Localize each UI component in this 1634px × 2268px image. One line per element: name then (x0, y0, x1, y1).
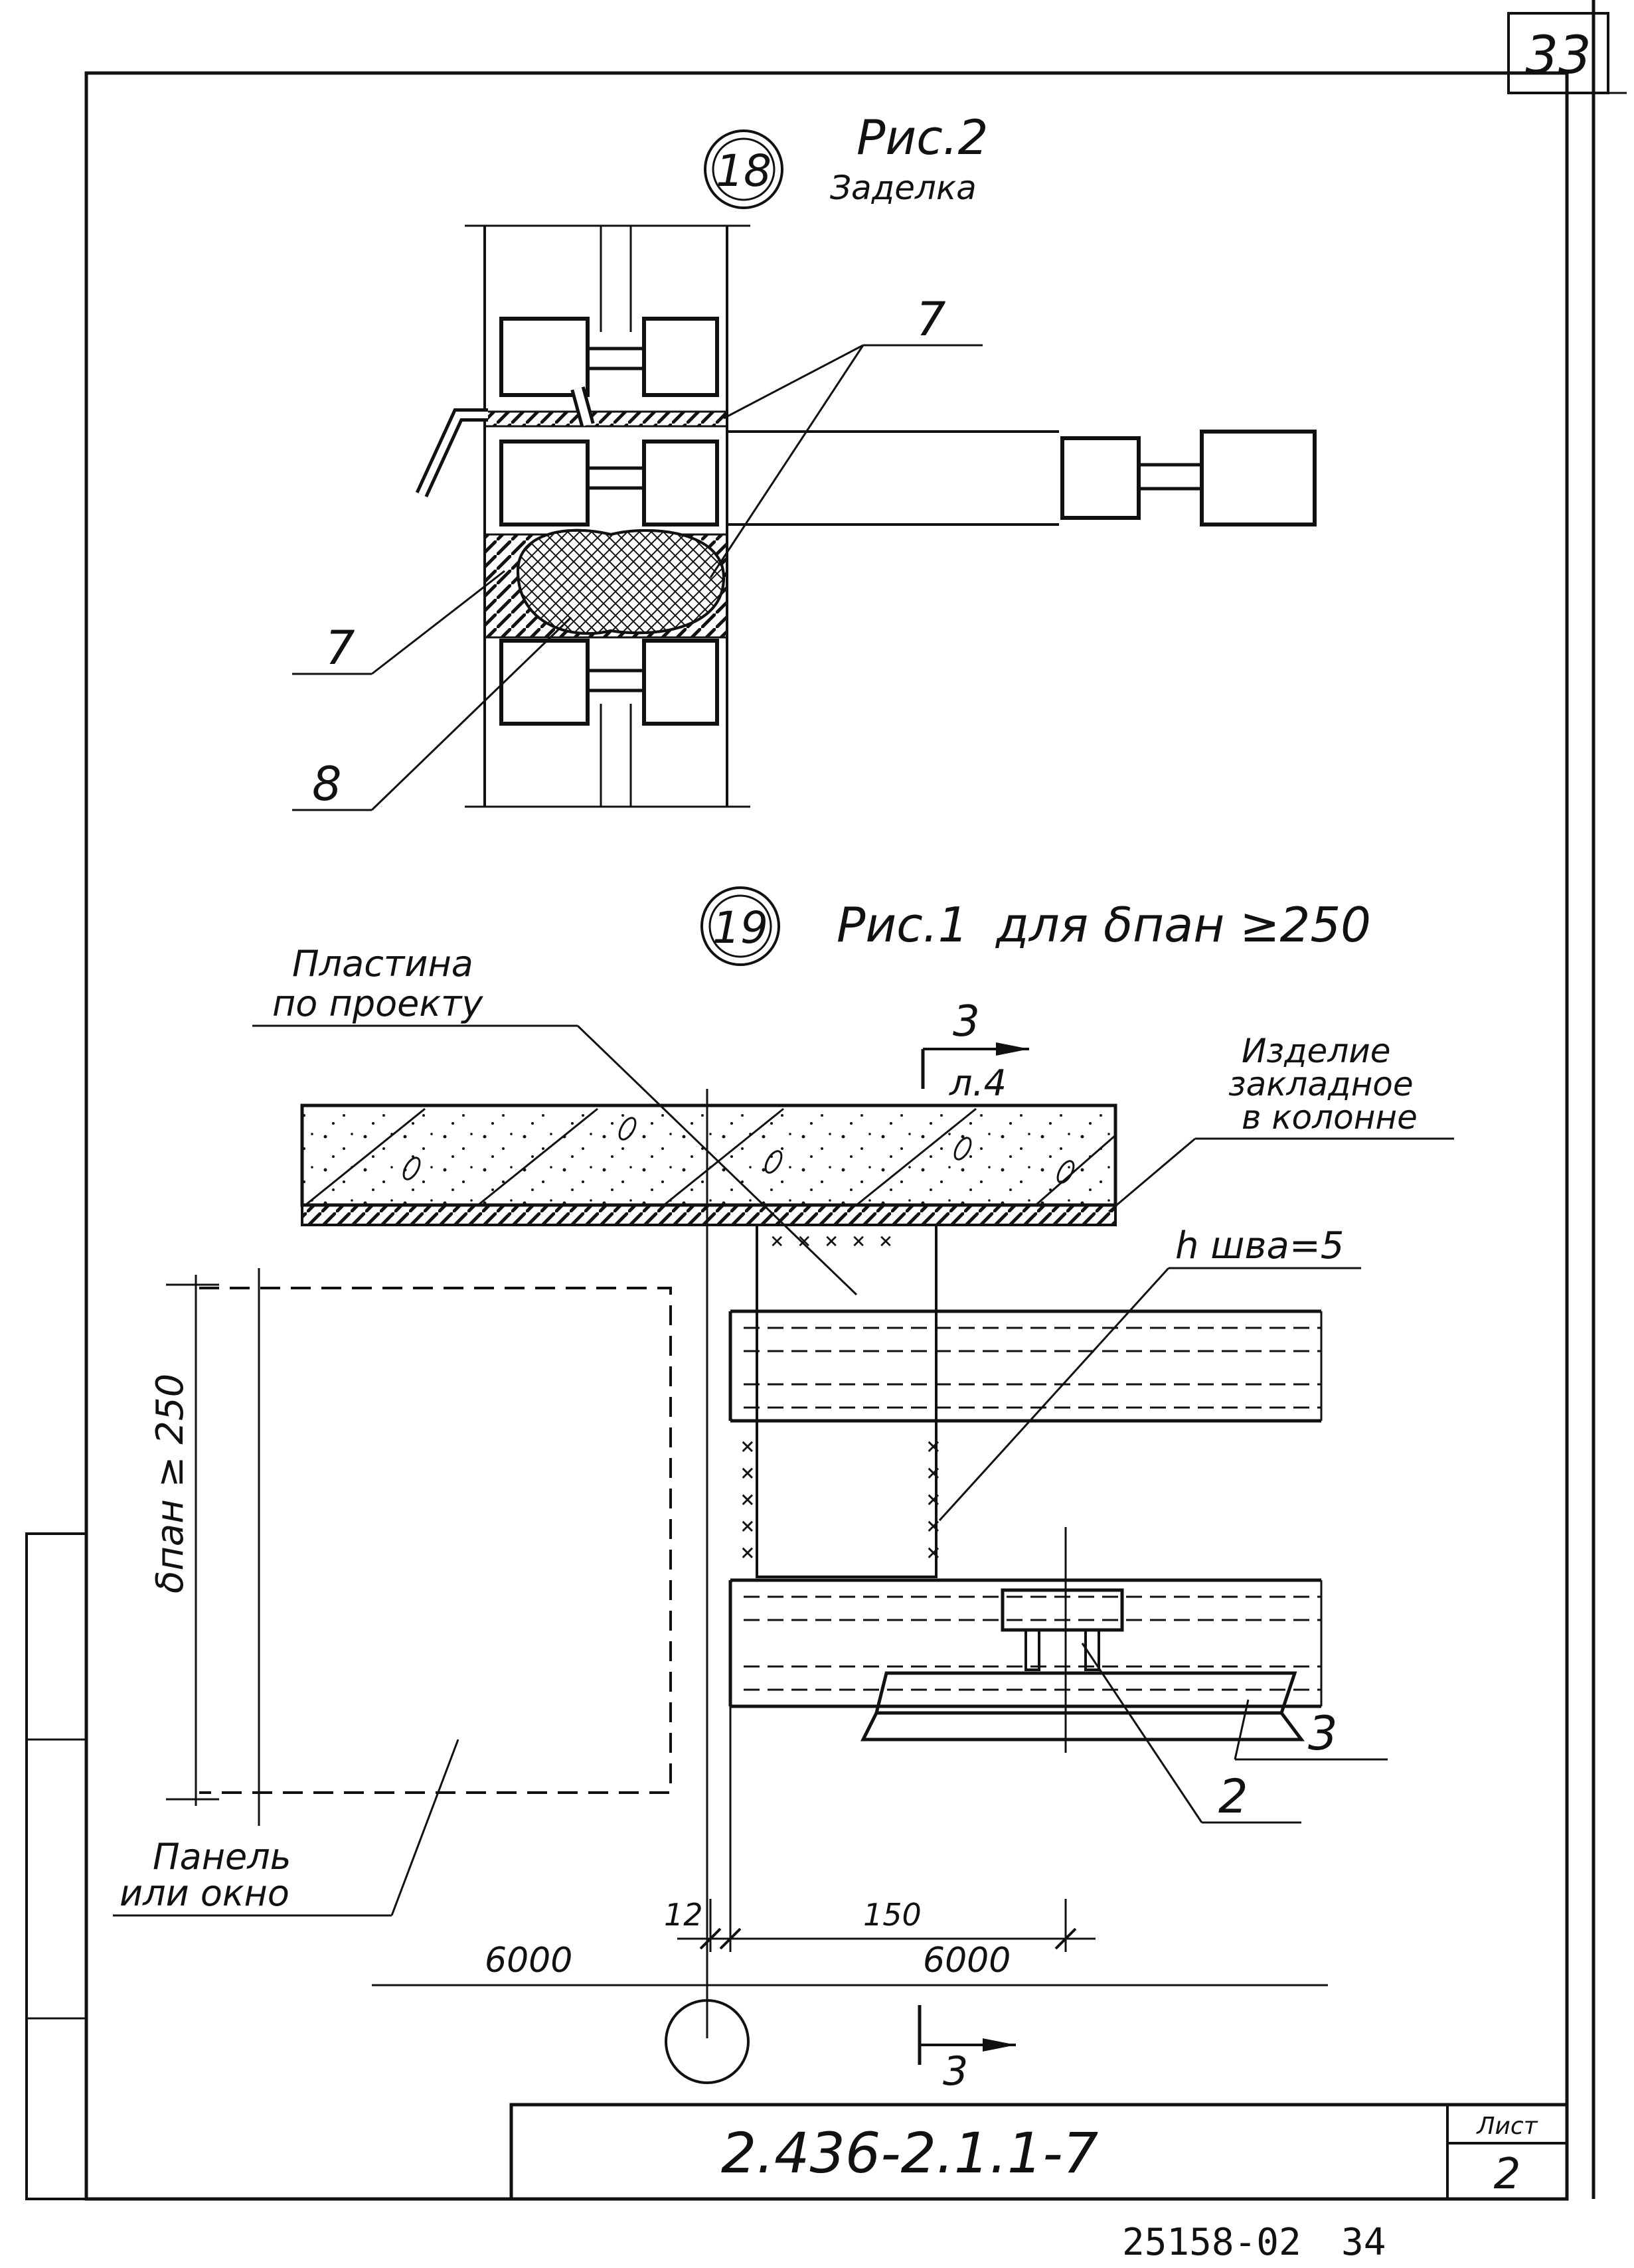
svg-text:×: × (926, 1433, 941, 1460)
node-19-callouts: 3 2 (1081, 1643, 1388, 1824)
dim-150: 150 (863, 1897, 922, 1933)
column-concrete (300, 1103, 1117, 1226)
title-block: 2.436-2.1.1-7 Лист 2 (509, 2103, 1569, 2201)
callout-7-left: 7 (325, 621, 355, 675)
sheet-label: Лист (1475, 2113, 1538, 2140)
section-mark-bottom: 3 (918, 2005, 1016, 2095)
page-number-box: 33 (1507, 12, 1609, 94)
node-18-figure: Рис.2 (857, 110, 989, 165)
node-18-header: 18 Рис.2 Заделка (704, 110, 989, 209)
callout-7-top: 7 (916, 292, 946, 347)
node-19-number: 19 (712, 902, 768, 953)
weld-label: h шва=5 (938, 1224, 1361, 1522)
panel-or-window: δпан ≥ 250 Панель или окно (113, 1268, 672, 1917)
svg-text:по проекту: по проекту (272, 983, 483, 1024)
svg-text:×: × (740, 1512, 755, 1540)
section-mark-number: 3 (953, 997, 980, 1046)
svg-text:×: × (740, 1433, 755, 1460)
weld-size: h шва=5 (1175, 1224, 1344, 1267)
section-sheet-ref: л.4 (949, 1062, 1007, 1104)
svg-text:×: × (740, 1459, 755, 1487)
panel-thickness: δпан ≥ 250 (149, 1374, 192, 1593)
binding-strip (25, 1532, 88, 2200)
dimensions: 12 150 6000 6000 (372, 1686, 1328, 1986)
node-19-header: 19 Рис.1 для δпан ≥250 (700, 886, 1371, 966)
callout-8: 8 (312, 757, 342, 811)
svg-text:×: × (740, 1539, 755, 1566)
sheet-number: 2 (1494, 2150, 1521, 2199)
svg-text:×: × (740, 1486, 755, 1513)
archive-page: 34 (1341, 2221, 1386, 2264)
callout-3: 3 (1308, 1706, 1338, 1761)
span-left: 6000 (485, 1941, 572, 1981)
svg-text:в колонне: в колонне (1242, 1098, 1418, 1137)
node-18-caption: Заделка (830, 169, 977, 207)
svg-text:Панель: Панель (153, 1836, 291, 1878)
node-18-callouts: 7 7 8 (292, 292, 983, 811)
node-18-number: 18 (716, 145, 772, 197)
embed-label: Изделие закладное в колонне (1108, 1032, 1454, 1213)
svg-text:× × × × ×: × × × × × (770, 1228, 892, 1254)
svg-text:Пластина: Пластина (292, 943, 473, 985)
joint-seal-section (415, 224, 1317, 808)
svg-text:×: × (926, 1539, 941, 1566)
panel-profile (728, 1309, 1323, 1753)
svg-text:или окно: или окно (120, 1872, 289, 1914)
page-number: 33 (1525, 26, 1591, 86)
svg-text:закладное: закладное (1228, 1065, 1414, 1103)
svg-text:Изделие: Изделие (1242, 1032, 1391, 1070)
node-19-figure: Рис.1 (837, 897, 969, 953)
span-right: 6000 (923, 1941, 1011, 1981)
axis-marker (665, 1999, 750, 2084)
section-bottom-number: 3 (943, 2048, 968, 2095)
plate-and-welds: × × × × × × × × × × × × × × × (740, 1224, 941, 1578)
svg-text:×: × (926, 1512, 941, 1540)
document-code: 2.436-2.1.1-7 (721, 2121, 1098, 2186)
dim-12: 12 (664, 1897, 703, 1933)
archive-number: 25158-02 (1122, 2221, 1301, 2264)
svg-text:×: × (926, 1486, 941, 1513)
node-19-condition: для δпан ≥250 (995, 897, 1371, 953)
callout-2: 2 (1218, 1769, 1248, 1824)
section-mark-top: 3 л.4 (921, 997, 1029, 1104)
svg-text:×: × (926, 1459, 941, 1487)
axis-line (665, 1089, 750, 2084)
